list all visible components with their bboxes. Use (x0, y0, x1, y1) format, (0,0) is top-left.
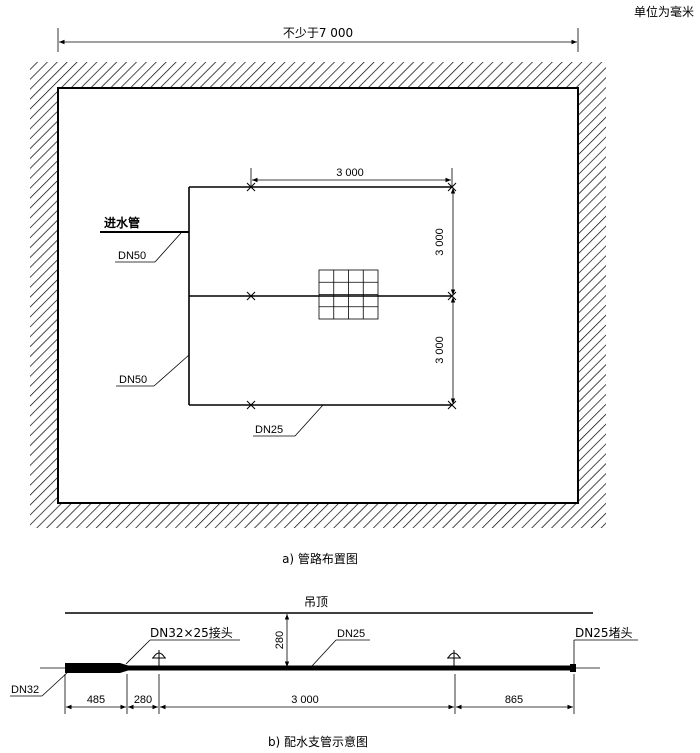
pipe-network (100, 186, 452, 406)
dn25-callout: DN25 (253, 404, 324, 437)
dim-top-label: 3 000 (336, 167, 364, 179)
joint-callout: DN32×25接头 (125, 625, 240, 665)
plug-label: DN25堵头 (575, 626, 633, 640)
test-grid (318, 269, 379, 320)
plug-callout: DN25堵头 (573, 626, 638, 664)
dn32-callout: DN32 (10, 671, 69, 697)
dn50-upper-callout: DN50 (115, 232, 182, 263)
dn50-upper-label: DN50 (118, 250, 146, 262)
dim-right-upper-label: 3 000 (434, 228, 446, 256)
dim-seg-4: 865 (505, 694, 523, 706)
overall-dimension: 不少于7 000 (57, 26, 579, 52)
joint-label: DN32×25接头 (150, 625, 233, 640)
dim-drop: 280 (274, 614, 290, 667)
pipe-label: DN25 (337, 628, 365, 640)
dn32-label: DN32 (11, 684, 39, 696)
dim-seg-1: 485 (87, 694, 105, 706)
dn50-lower-label: DN50 (119, 374, 147, 386)
ceiling: 吊顶 (65, 595, 593, 614)
caption-b: b) 配水支管示意图 (268, 734, 368, 749)
dn25-label: DN25 (255, 424, 283, 436)
pipe-callout: DN25 (311, 628, 370, 667)
dim-drop-label: 280 (274, 631, 286, 649)
dim-seg-3: 3 000 (291, 694, 319, 706)
unit-note: 单位为毫米 (634, 4, 694, 19)
overall-dim-label: 不少于7 000 (283, 26, 353, 40)
dim-seg-2: 280 (134, 694, 152, 706)
dim-top: 3 000 (250, 167, 453, 186)
sprinkler-heads (152, 650, 461, 666)
dn50-lower-callout: DN50 (116, 354, 190, 387)
branch-pipe (65, 663, 576, 673)
ceiling-label: 吊顶 (304, 595, 328, 609)
dim-right-lower-label: 3 000 (434, 336, 446, 364)
dim-chain (64, 674, 575, 714)
caption-a: a) 管路布置图 (282, 551, 358, 566)
room-wall (30, 62, 606, 528)
dim-right: 3 000 3 000 (434, 188, 456, 404)
inlet-label: 进水管 (104, 215, 140, 230)
